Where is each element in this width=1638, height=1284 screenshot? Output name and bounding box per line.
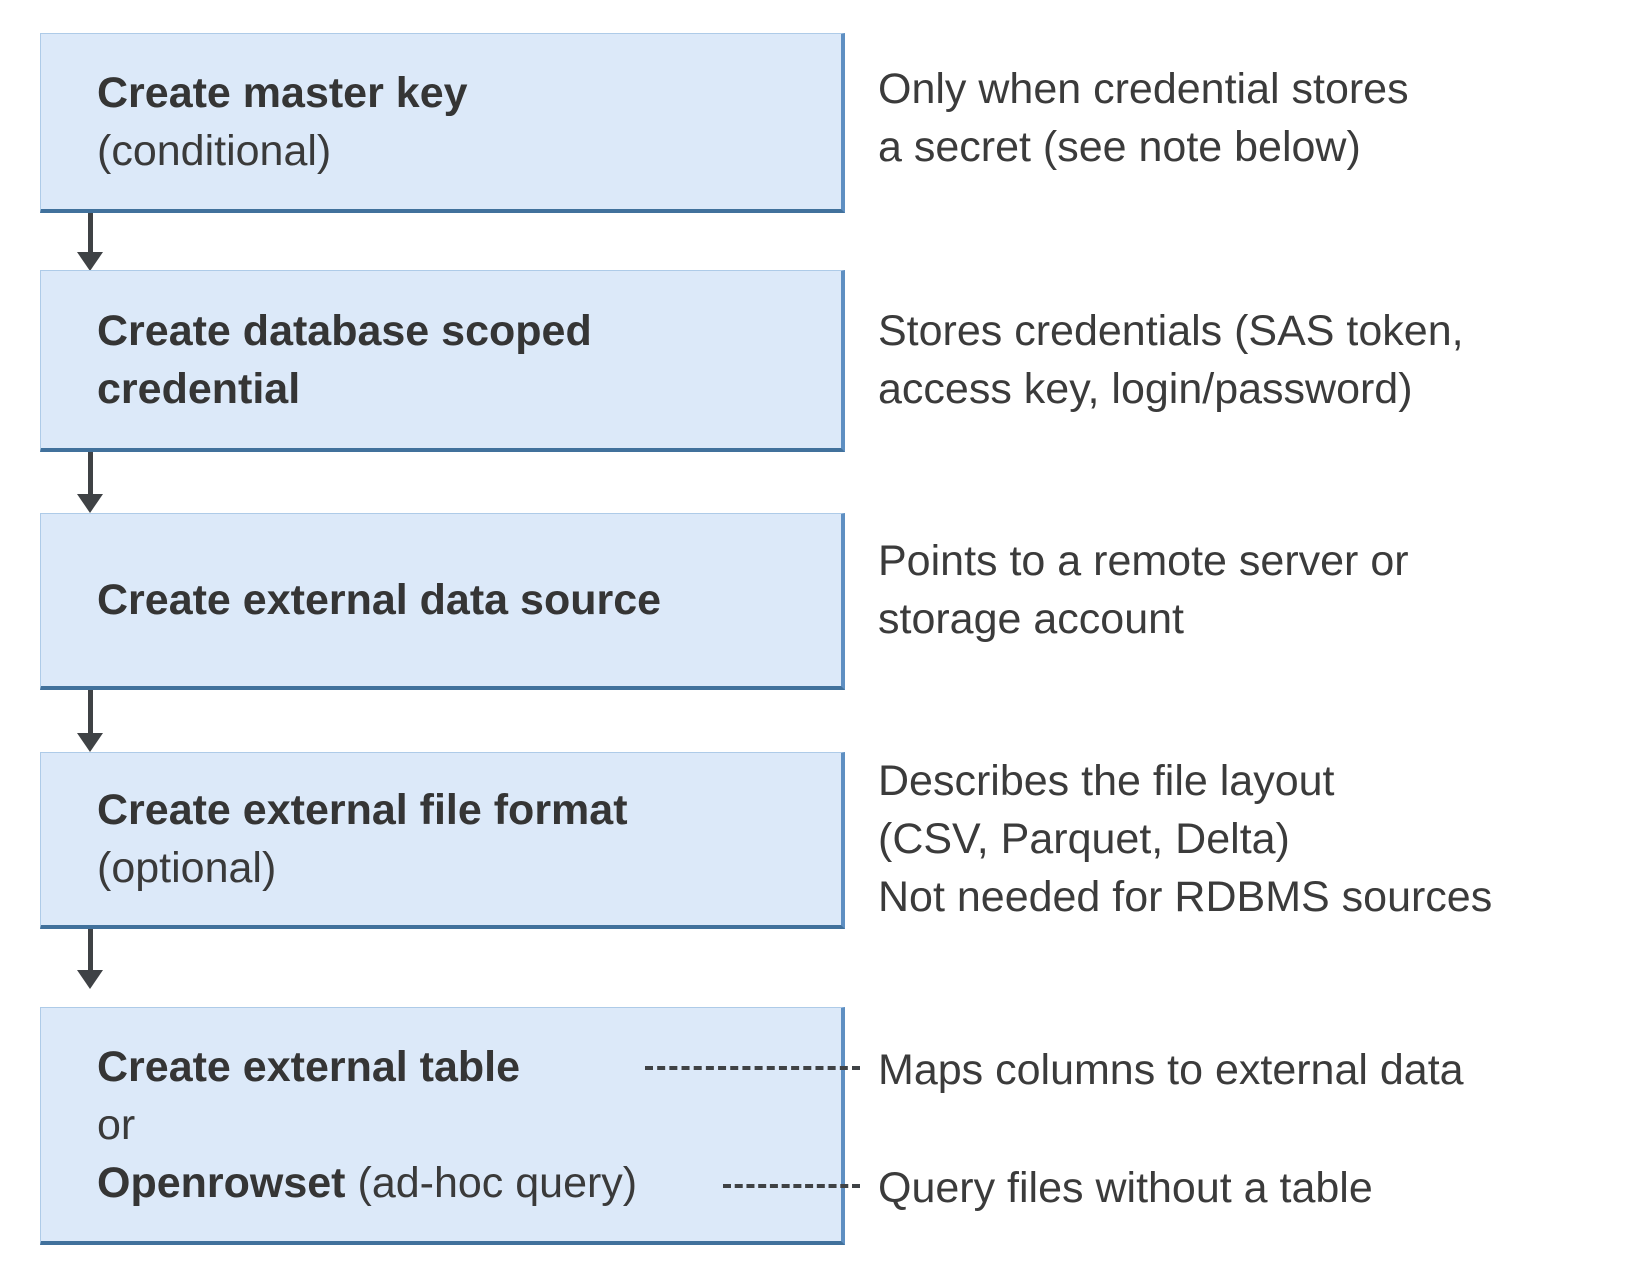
box-title-text: Create external table bbox=[97, 1042, 521, 1091]
down-arrow bbox=[76, 929, 105, 989]
annotation-line: Stores credentials (SAS token, bbox=[878, 307, 1464, 355]
box-title-text: credential bbox=[97, 364, 301, 413]
annotation-line: storage account bbox=[878, 595, 1184, 643]
annotation-file-format: Describes the file layout (CSV, Parquet,… bbox=[878, 752, 1492, 926]
flow-box-create-database-scoped-credential: Create database scoped credential bbox=[40, 270, 845, 452]
box-subtitle: (conditional) bbox=[97, 126, 332, 175]
box-title: Create external data source bbox=[97, 571, 841, 629]
annotation-external-table: Maps columns to external data bbox=[878, 1041, 1464, 1099]
arrow-stem bbox=[88, 690, 93, 735]
flow-box-create-master-key: Create master key (conditional) bbox=[40, 33, 845, 213]
flow-box-create-external-data-source: Create external data source bbox=[40, 513, 845, 690]
down-arrow bbox=[76, 452, 105, 513]
down-arrow bbox=[76, 690, 105, 752]
box-title: Openrowset(ad-hoc query) bbox=[97, 1154, 841, 1212]
annotation-line: Only when credential stores bbox=[878, 65, 1409, 113]
annotation-line: Points to a remote server or bbox=[878, 537, 1409, 585]
flow-box-create-external-table-or-openrowset: Create external table or Openrowset(ad-h… bbox=[40, 1007, 845, 1245]
box-title: Create external file format bbox=[97, 781, 841, 839]
box-title: Create master key bbox=[97, 64, 841, 122]
box-title-text: Create master key bbox=[97, 68, 468, 117]
box-title-text: Create external file format bbox=[97, 786, 628, 834]
annotation-line: (CSV, Parquet, Delta) bbox=[878, 815, 1290, 863]
box-title-text: Create external data source bbox=[97, 576, 662, 624]
annotation-line: a secret (see note below) bbox=[878, 123, 1361, 171]
arrow-head bbox=[77, 733, 103, 752]
arrow-head bbox=[77, 252, 103, 271]
annotation-line: access key, login/password) bbox=[878, 365, 1413, 413]
annotation-master-key: Only when credential stores a secret (se… bbox=[878, 60, 1409, 176]
down-arrow bbox=[76, 213, 105, 271]
box-subtitle: (optional) bbox=[97, 844, 277, 892]
arrow-head bbox=[77, 494, 103, 513]
box-title: Create database scoped bbox=[97, 302, 841, 360]
box-title: Create external table bbox=[97, 1038, 841, 1096]
annotation-line: Describes the file layout bbox=[878, 757, 1335, 805]
annotation-line: Not needed for RDBMS sources bbox=[878, 873, 1493, 921]
arrow-stem bbox=[88, 213, 93, 254]
box-or-text: or bbox=[97, 1100, 136, 1149]
dashed-connector-external-table bbox=[645, 1066, 860, 1070]
box-title: credential bbox=[97, 360, 841, 418]
annotation-line: Query files without a table bbox=[878, 1164, 1373, 1212]
arrow-stem bbox=[88, 929, 93, 972]
annotation-data-source: Points to a remote server or storage acc… bbox=[878, 532, 1409, 648]
flow-box-create-external-file-format: Create external file format (optional) bbox=[40, 752, 845, 929]
annotation-line: Maps columns to external data bbox=[878, 1046, 1464, 1094]
arrow-head bbox=[77, 970, 103, 989]
arrow-stem bbox=[88, 452, 93, 496]
annotation-openrowset: Query files without a table bbox=[878, 1159, 1373, 1217]
box-title-text: Create database scoped bbox=[97, 306, 592, 355]
annotation-scoped-credential: Stores credentials (SAS token, access ke… bbox=[878, 302, 1464, 418]
dashed-connector-openrowset bbox=[723, 1184, 860, 1188]
box-title-text: Openrowset bbox=[97, 1158, 346, 1207]
box-title-suffix: (ad-hoc query) bbox=[357, 1158, 638, 1207]
